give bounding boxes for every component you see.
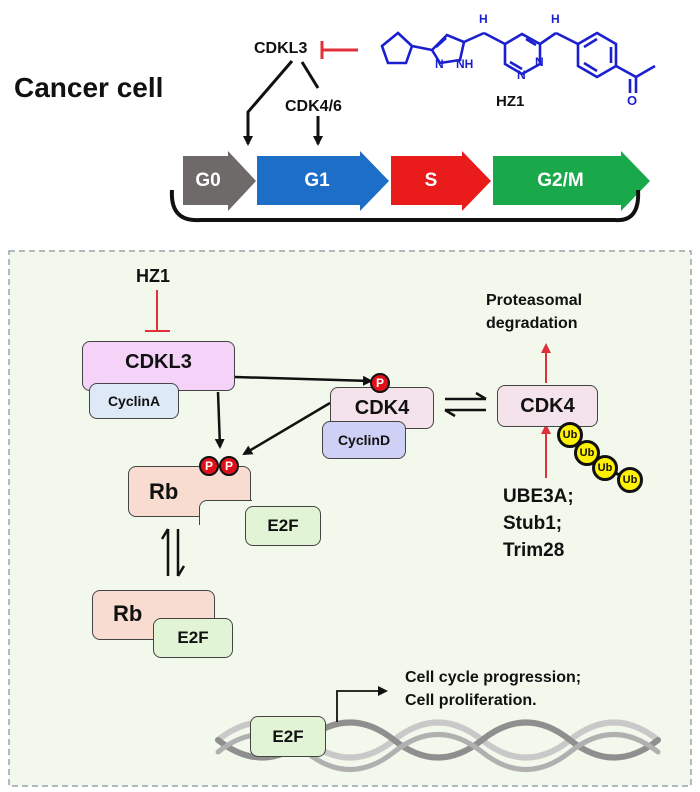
top-cdkl3-label: CDKL3 <box>254 40 308 57</box>
cdk4-to-rb-arrow <box>242 401 331 456</box>
ligase-stub1: Stub1; <box>503 513 563 534</box>
ligase-trim28: Trim28 <box>503 540 565 561</box>
proteasomal-label: Proteasomal <box>486 292 583 309</box>
cdkl3-label: CDKL3 <box>125 351 192 373</box>
phase-g0-arrow <box>183 151 256 211</box>
e2f-free-box: E2F <box>245 506 321 546</box>
e2f-dna-box: E2F <box>250 716 326 757</box>
hz1-linker-h2: H <box>551 12 560 26</box>
phase-s-label: S <box>424 170 438 191</box>
rb-equilibrium-down-barb <box>176 565 186 577</box>
cdk4-label: CDK4 <box>354 396 410 419</box>
ubiquitin-mark-3: Ub <box>592 455 618 481</box>
cyclinD-box: CyclinD <box>322 421 406 459</box>
cdk4-phospho-mark: P <box>370 373 390 393</box>
cdk4-equilibrium-back-barb <box>444 408 456 418</box>
rb-phospho-mark-1: P <box>199 456 219 476</box>
cyclinA-box: CyclinA <box>89 383 179 419</box>
panel-hz1-label: HZ1 <box>136 266 171 286</box>
hz1-compound-name: HZ1 <box>496 93 525 110</box>
outcome-progression: Cell cycle progression; <box>405 669 582 686</box>
cyclinD-label: CyclinD <box>337 432 391 448</box>
hz1-pyrimidine-n-a: N <box>517 68 526 82</box>
hz1-pyrazole-n: N <box>435 57 444 71</box>
hz1-structure-icon <box>380 31 656 93</box>
cdk4-ub-label: CDK4 <box>520 394 575 417</box>
phase-g1-arrow <box>257 151 389 211</box>
rb-lower-label: Rb <box>113 601 143 626</box>
phase-bracket <box>169 189 641 223</box>
rb-notch <box>199 500 252 525</box>
phase-g2m-label: G2/M <box>537 170 584 191</box>
phase-g0-label: G0 <box>195 170 221 191</box>
cdk4-ub-box: CDK4 <box>497 385 598 427</box>
cdk4-equilibrium-forward-barb <box>475 391 487 401</box>
hz1-carbonyl-o: O <box>627 93 638 108</box>
hz1-pyrazole-nh: NH <box>456 57 474 71</box>
cyclinA-label: CyclinA <box>107 393 161 409</box>
hz1-pyrimidine-n-b: N <box>535 55 544 69</box>
cdkl3-to-cdk4-arrow <box>234 375 373 386</box>
e2f-lower-label: E2F <box>177 628 209 647</box>
degradation-label: degradation <box>486 315 578 332</box>
ligase-ube3a: UBE3A; <box>503 486 574 507</box>
ubiquitin-mark-4: Ub <box>617 467 643 493</box>
cdkl3-to-rb-arrow <box>214 391 225 449</box>
phase-g1-label: G1 <box>304 170 330 191</box>
cdkl3-box: CDKL3 <box>82 341 235 391</box>
hz1-linker-h1: H <box>479 12 488 26</box>
phase-g2m-arrow <box>493 151 650 211</box>
e2f-bound-box: E2F <box>153 618 233 658</box>
top-cdk46-label: CDK4/6 <box>285 98 342 115</box>
rb-upper-label: Rb <box>149 478 179 504</box>
cdkl3-to-g1-arrow <box>243 60 294 146</box>
phase-s-arrow <box>391 151 491 211</box>
mechanism-panel <box>8 250 692 787</box>
transcription-arrow <box>336 686 388 722</box>
outcome-proliferation: Cell proliferation. <box>405 692 537 709</box>
e2f-dna-label: E2F <box>272 726 304 746</box>
cdkl3-to-cdk46-connector <box>300 61 320 89</box>
e2f-upper-label: E2F <box>267 516 299 535</box>
rb-equilibrium-up-barb <box>160 528 170 540</box>
rb-phospho-mark-2: P <box>219 456 239 476</box>
rb-phospho-box: Rb <box>128 466 251 517</box>
cell-type-title: Cancer cell <box>14 72 164 103</box>
